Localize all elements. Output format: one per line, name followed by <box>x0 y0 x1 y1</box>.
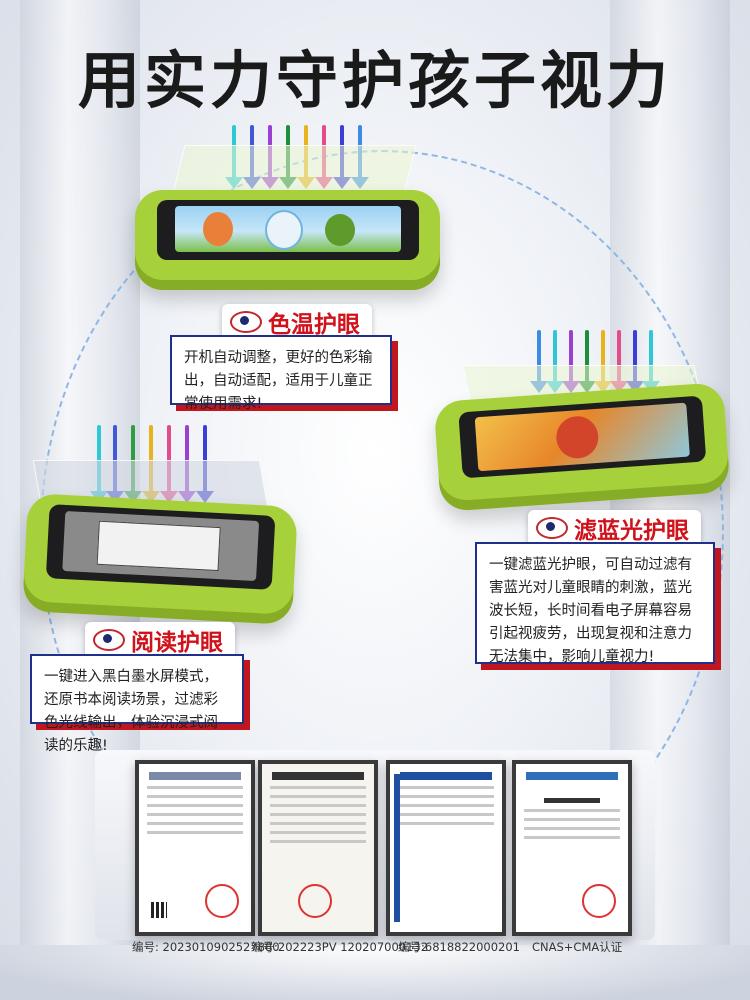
eye-icon <box>230 311 262 333</box>
feature-badge-reading: 阅读护眼 <box>85 622 235 658</box>
certificate-header <box>149 772 241 780</box>
tablet-left <box>22 493 298 625</box>
feature-description: 一键滤蓝光护眼，可自动过滤有害蓝光对儿童眼睛的刺激，蓝光波长短，长时间看电子屏幕… <box>475 542 715 665</box>
certificate-header <box>272 772 364 780</box>
tablet-right <box>433 382 731 512</box>
certificate-document <box>386 760 506 936</box>
seal-icon <box>205 884 239 918</box>
cartoon-character <box>325 214 355 246</box>
certificate-document <box>512 760 632 936</box>
tablet-screen-cartoon <box>175 206 401 252</box>
certificate-caption: 编号:6818822000201 <box>398 940 520 954</box>
certificate-document <box>258 760 378 936</box>
feature-description: 开机自动调整，更好的色彩输出，自动适配，适用于儿童正常使用需求! <box>170 335 392 412</box>
seal-icon <box>298 884 332 918</box>
feature-badge-blue-light: 滤蓝光护眼 <box>528 510 701 546</box>
feature-label: 色温护眼 <box>268 312 360 338</box>
feature-label: 滤蓝光护眼 <box>574 518 689 544</box>
certificate-header <box>526 772 618 780</box>
seal-icon <box>582 884 616 918</box>
qr-code-icon <box>151 902 167 918</box>
floor <box>0 945 750 1000</box>
eye-icon <box>536 517 568 539</box>
page-title: 用实力守护孩子视力 <box>77 44 672 117</box>
feature-label: 阅读护眼 <box>131 630 223 656</box>
cartoon-character <box>554 414 600 460</box>
certificate-caption: 编号: 2023010902527880 <box>132 940 280 954</box>
cartoon-character <box>203 212 233 246</box>
eye-icon <box>93 629 125 651</box>
tablet-screen-ink <box>62 510 260 582</box>
certificate-caption: CNAS+CMA认证 <box>532 940 623 954</box>
feature-badge-color-temperature: 色温护眼 <box>222 304 372 340</box>
reading-card <box>96 520 221 572</box>
tablet-top <box>135 190 440 290</box>
feature-description: 一键进入黑白墨水屏模式，还原书本阅读场景，过滤彩色光线输出，体验沉浸式阅读的乐趣… <box>30 654 244 754</box>
certificate-header <box>400 772 492 780</box>
side-stripe <box>394 774 400 922</box>
cartoon-character <box>265 210 303 250</box>
certificate-caption: 编号:202223PV 120207000132 <box>251 940 429 954</box>
certificate-document <box>135 760 255 936</box>
